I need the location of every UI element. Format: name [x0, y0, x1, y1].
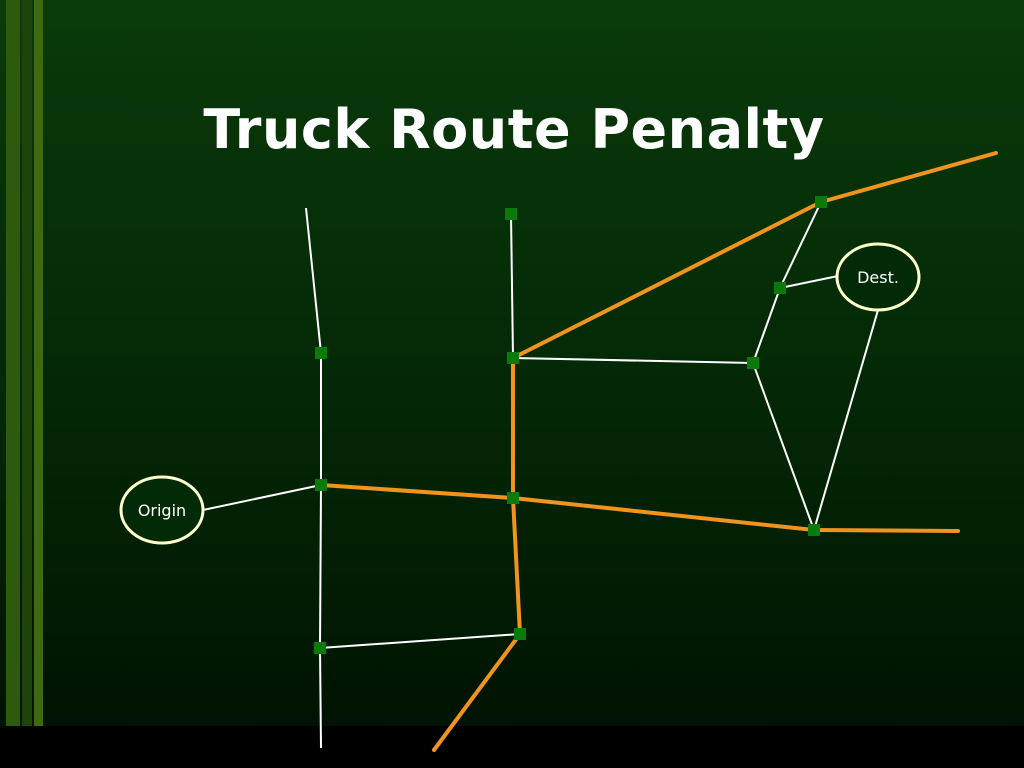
truck-route	[819, 151, 998, 204]
intersection-node	[315, 347, 327, 359]
local-roads	[202, 201, 879, 749]
decorative-stripe	[22, 0, 32, 768]
local-road	[319, 484, 322, 649]
intersection-node	[815, 196, 827, 208]
local-road	[319, 633, 521, 649]
local-road	[752, 287, 781, 364]
local-road	[779, 201, 822, 289]
local-road	[779, 275, 839, 289]
local-road	[202, 484, 322, 511]
intersection-node	[774, 282, 786, 294]
destination-circle	[835, 242, 921, 312]
local-road	[305, 207, 322, 354]
intersection-node	[315, 479, 327, 491]
origin-label: Origin	[138, 501, 186, 520]
decorative-stripe	[34, 0, 43, 768]
truck-route	[432, 632, 522, 752]
truck-route	[511, 496, 816, 532]
truck-route	[812, 528, 960, 533]
origin-node: Origin	[119, 475, 205, 545]
local-road	[813, 309, 879, 531]
local-road	[752, 362, 815, 531]
truck-route	[319, 483, 515, 500]
decorative-stripe	[6, 0, 20, 768]
slide-title: Truck Route Penalty	[203, 98, 825, 161]
intersection-node	[314, 642, 326, 654]
intersection-node	[808, 524, 820, 536]
intersection-node	[507, 492, 519, 504]
bottom-band	[0, 726, 1024, 768]
local-road	[512, 357, 754, 364]
intersection-node	[514, 628, 526, 640]
destination-node: Dest.	[835, 242, 921, 312]
origin-circle	[119, 475, 205, 545]
truck-route	[511, 200, 823, 360]
intersection-node	[505, 208, 517, 220]
intersection-node	[747, 357, 759, 369]
truck-routes	[319, 151, 998, 752]
intersection-node	[507, 352, 519, 364]
local-road	[319, 647, 322, 749]
destination-label: Dest.	[857, 268, 899, 287]
local-road	[510, 213, 514, 359]
intersection-nodes	[314, 196, 827, 654]
truck-route	[511, 496, 522, 636]
